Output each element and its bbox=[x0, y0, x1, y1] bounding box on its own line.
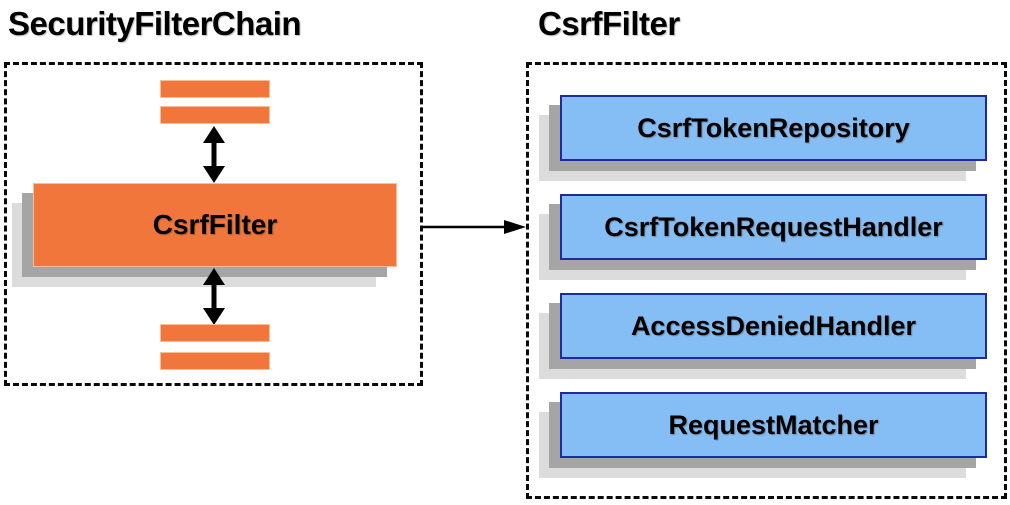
double-arrow-icon bbox=[203, 126, 225, 183]
filter-bar-bottom-1 bbox=[160, 324, 270, 342]
security-filter-chain-container bbox=[4, 62, 423, 386]
access-denied-handler-box: AccessDeniedHandler bbox=[560, 293, 987, 359]
csrf-filter-box: CsrfFilter bbox=[33, 183, 397, 267]
csrf-token-request-handler-box: CsrfTokenRequestHandler bbox=[560, 194, 987, 260]
csrf-filter-title: CsrfFilter bbox=[538, 5, 680, 42]
csrf-token-repository-box: CsrfTokenRepository bbox=[560, 95, 987, 161]
arrow-right-icon bbox=[423, 220, 526, 234]
filter-bar-top-1 bbox=[160, 80, 270, 98]
filter-bar-bottom-2 bbox=[160, 352, 270, 370]
filter-bar-top-2 bbox=[160, 106, 270, 124]
csrf-filter-container bbox=[526, 62, 1007, 499]
security-filter-chain-title: SecurityFilterChain bbox=[8, 5, 302, 42]
request-matcher-box: RequestMatcher bbox=[560, 392, 987, 458]
double-arrow-icon bbox=[203, 268, 225, 325]
